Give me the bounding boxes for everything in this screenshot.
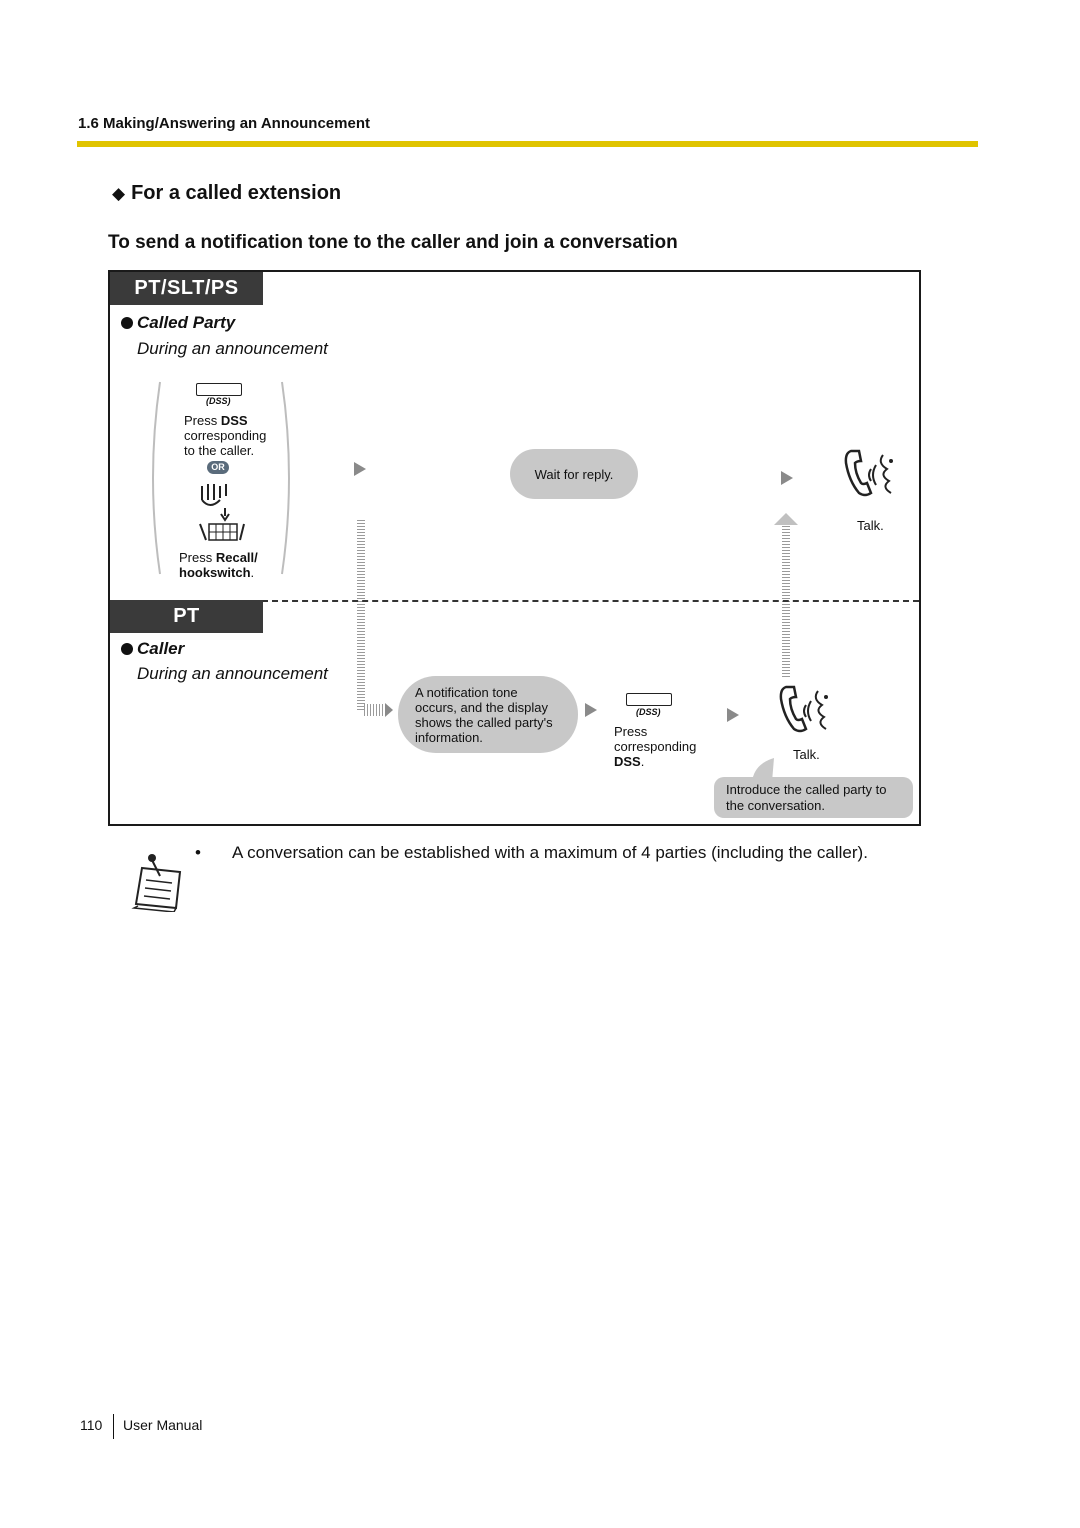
introduce-line1: Introduce the called party to <box>726 782 887 797</box>
called-party-label: Called Party <box>121 313 235 333</box>
flow-connector-left <box>357 520 365 712</box>
caller-press-dss-bold: DSS <box>614 754 641 769</box>
flow-connector-left-turn <box>364 704 386 716</box>
dss-key-label: (DSS) <box>636 707 661 717</box>
footer-label: User Manual <box>123 1417 203 1433</box>
notification-line4: information. <box>415 730 483 745</box>
wait-reply-bubble: Wait for reply. <box>510 449 638 499</box>
flow-arrow <box>727 708 739 722</box>
heading-called-extension-text: For a called extension <box>131 182 342 204</box>
note-bullet: • <box>195 843 201 862</box>
notification-line2: occurs, and the display <box>415 700 548 715</box>
procedure-diagram <box>108 270 921 826</box>
option-bracket <box>152 381 290 575</box>
caller-press-dss-suffix: . <box>640 754 645 769</box>
introduce-line2: the conversation. <box>726 798 826 813</box>
footer-divider <box>113 1414 114 1439</box>
talk-label-called: Talk. <box>857 518 884 533</box>
bullet-dot-icon <box>121 317 133 329</box>
press-recall-prefix: Press <box>179 550 216 565</box>
dss-key-label: (DSS) <box>206 396 231 406</box>
callout-tail <box>752 758 774 782</box>
page-number: 110 <box>80 1417 103 1433</box>
hookswitch-bold: hookswitch <box>179 565 251 580</box>
or-badge: OR <box>207 461 229 474</box>
flow-arrow <box>354 462 366 476</box>
caller-press-dss-instruction: Press corresponding DSS. <box>614 724 696 769</box>
caller-press-line1: Press <box>614 724 648 739</box>
flow-arrow <box>585 703 597 717</box>
flow-arrow <box>385 703 393 717</box>
press-dss-prefix: Press <box>184 413 221 428</box>
mode-tab-pt: PT <box>110 600 263 633</box>
handset-talk-icon <box>844 449 893 497</box>
caller-label: Caller <box>121 639 184 659</box>
called-party-context: During an announcement <box>137 339 328 358</box>
up-arrow-icon <box>774 513 798 525</box>
press-dss-line2: corresponding <box>184 428 267 443</box>
mode-tab-pt-slt-ps: PT/SLT/PS <box>110 272 263 305</box>
press-dss-line3: to the caller. <box>184 443 255 458</box>
press-recall-bold: Recall/ <box>215 550 258 565</box>
header-rule <box>77 141 978 147</box>
press-recall-instruction: Press Recall/ hookswitch. <box>179 550 258 580</box>
dss-key-icon <box>196 383 242 396</box>
heading-sub-title: To send a notification tone to the calle… <box>108 232 678 253</box>
caller-press-line2: corresponding <box>614 739 697 754</box>
hookswitch-suffix: . <box>250 565 255 580</box>
heading-called-extension: ◆ For a called extension <box>112 182 341 205</box>
dss-key-icon <box>626 693 672 706</box>
hookswitch-press-icon <box>199 484 245 541</box>
notification-bubble: A notification tone occurs, and the disp… <box>398 676 578 753</box>
note-icon <box>131 854 182 912</box>
caller-label-text: Caller <box>137 639 185 658</box>
notification-line3: shows the called party's <box>415 715 553 730</box>
section-label: 1.6 Making/Answering an Announcement <box>78 115 370 132</box>
diamond-icon: ◆ <box>112 184 126 203</box>
bullet-dot-icon <box>121 643 133 655</box>
press-dss-instruction: Press DSS corresponding to the caller. <box>184 413 266 458</box>
caller-context: During an announcement <box>137 664 328 683</box>
press-dss-bold: DSS <box>220 413 248 428</box>
introduce-callout: Introduce the called party to the conver… <box>714 777 913 818</box>
called-party-label-text: Called Party <box>137 313 236 332</box>
flow-arrow <box>781 471 793 485</box>
notification-line1: A notification tone <box>415 685 518 700</box>
note-text: A conversation can be established with a… <box>232 843 868 862</box>
section-divider <box>262 600 919 602</box>
handset-talk-icon <box>779 685 828 733</box>
talk-label-caller: Talk. <box>793 747 820 762</box>
